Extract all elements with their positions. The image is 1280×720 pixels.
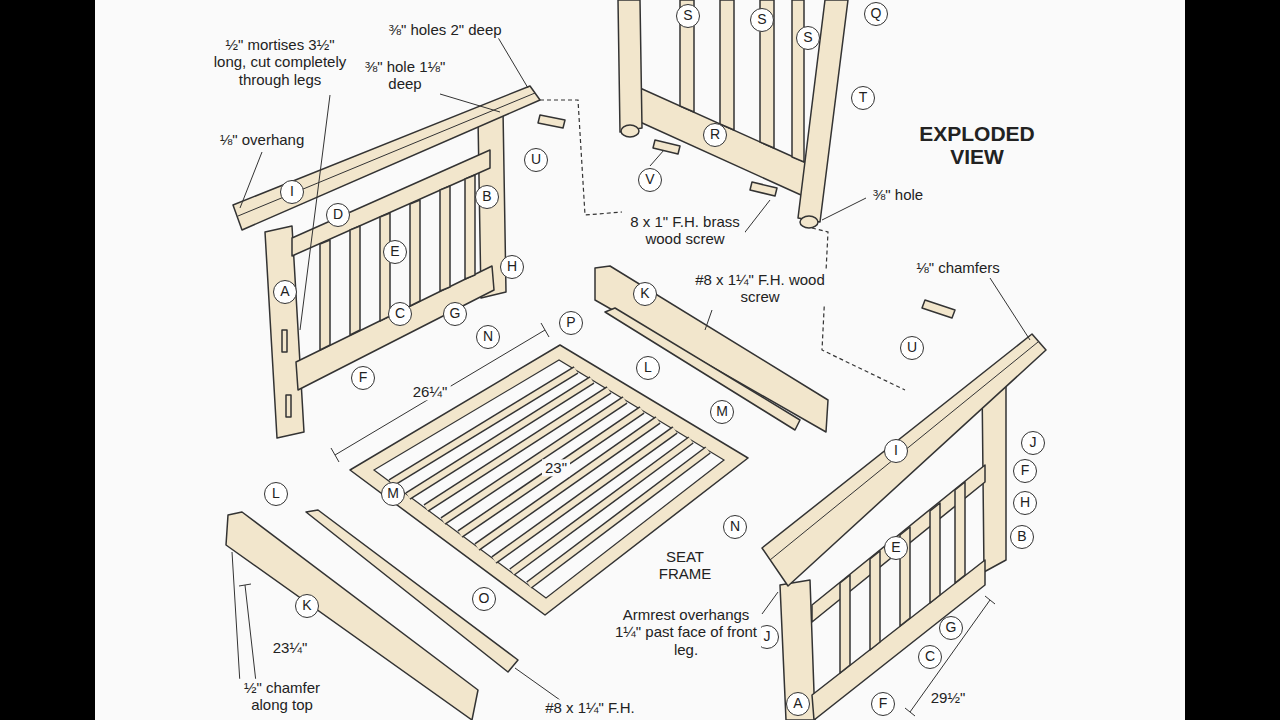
slat (955, 482, 965, 583)
callout-letter: C (918, 645, 942, 669)
leader-line (515, 668, 560, 700)
dimension-note: ⅜" hole 1⅛" deep (358, 58, 453, 93)
callout-letter: S (676, 4, 700, 28)
callout-letter: E (884, 536, 908, 560)
callout-letter: U (524, 148, 548, 172)
dimension-note: SEAT FRAME (635, 548, 735, 583)
cleat (653, 140, 680, 154)
front-leg (265, 226, 304, 438)
leader-line (705, 310, 712, 330)
callout-letter: I (280, 180, 304, 204)
callout-letter: T (851, 86, 875, 110)
dimension-note: #8 x 1¼" F.H. wood screw (688, 271, 833, 306)
callout-letter: B (1010, 525, 1034, 549)
tenon (621, 125, 639, 137)
armrest (762, 334, 1046, 586)
dimension-note: 23" (542, 459, 570, 476)
callout-letter: S (796, 26, 820, 50)
dimension-note: 8 x 1" F.H. brass wood screw (625, 213, 745, 248)
leader-line (232, 552, 240, 684)
callout-letter: Q (864, 2, 888, 26)
callout-letter: A (273, 280, 297, 304)
callout-letter: U (900, 336, 924, 360)
callout-letter: I (884, 439, 908, 463)
armrest-edge (770, 342, 1038, 560)
leader-line (762, 592, 778, 614)
callout-letter: F (871, 692, 895, 716)
callout-letter: G (443, 302, 467, 326)
dimension-note: #8 x 1¼" F.H. (542, 699, 638, 716)
callout-letter: E (383, 240, 407, 264)
armrest-edge (238, 93, 535, 216)
front-leg (780, 580, 815, 720)
dimension-note: 26¼" (410, 383, 451, 400)
leader-line (650, 150, 664, 166)
callout-letter: N (476, 325, 500, 349)
callout-letter: L (636, 356, 660, 380)
callout-letter: K (633, 282, 657, 306)
callout-letter: V (638, 168, 662, 192)
back-slat (720, 0, 734, 130)
slat (440, 186, 450, 291)
slat (870, 551, 880, 650)
callout-letter: M (381, 482, 405, 506)
callout-letter: H (500, 255, 524, 279)
leader-line (742, 200, 770, 236)
slat (840, 575, 850, 673)
seat-frame (350, 345, 748, 615)
dimension-note: ½" mortises 3½" long, cut completely thr… (208, 36, 353, 88)
callout-letter: J (1021, 431, 1045, 455)
dimension-note: ⅛" overhang (217, 131, 308, 148)
dimension-note: ⅜" hole (870, 186, 926, 203)
tenon (800, 216, 818, 228)
leader-line (822, 198, 866, 220)
callout-letter: B (475, 185, 499, 209)
dimension-note: ⅛" chamfers (913, 259, 1003, 276)
mortise (282, 330, 287, 352)
dimension-line (331, 323, 549, 462)
diagram-title: EXPLODED VIEW (897, 122, 1057, 168)
callout-letter: K (295, 594, 319, 618)
dimension-note: ⅜" holes 2" deep (385, 21, 504, 38)
callout-letter: R (703, 123, 727, 147)
callout-letter: A (786, 692, 810, 716)
slat (320, 240, 330, 350)
mortise (286, 395, 291, 417)
leader-line (240, 152, 262, 208)
assembly-guide (812, 228, 905, 390)
callout-letter: F (351, 366, 375, 390)
slat (465, 175, 475, 279)
dimension-note: ½" chamfer along top (227, 679, 337, 714)
callout-letter: F (1013, 459, 1037, 483)
callout-letter: M (710, 400, 734, 424)
back-post (618, 0, 642, 132)
callout-letter: L (264, 482, 288, 506)
cleat (750, 182, 777, 196)
callout-letter: C (388, 302, 412, 326)
callout-letter: D (326, 203, 350, 227)
slat (930, 503, 940, 603)
slat (380, 213, 390, 321)
slat (350, 226, 360, 335)
armrest (233, 86, 540, 230)
dimension-note: Armrest overhangs 1¼" past face of front… (611, 606, 761, 658)
dimension-note: 23¼" (270, 639, 311, 656)
cleat-strip (306, 510, 518, 672)
callout-letter: P (559, 311, 583, 335)
leader-line (990, 278, 1030, 340)
callout-letter: N (723, 515, 747, 539)
callout-letter: S (750, 8, 774, 32)
dimension-line (905, 596, 995, 716)
slat (410, 200, 420, 306)
back-slat (792, 0, 804, 162)
callout-letter: G (939, 616, 963, 640)
callout-letter: H (1013, 491, 1037, 515)
leader-line (440, 94, 500, 112)
pin (922, 300, 955, 318)
dimension-note: 29½" (928, 689, 969, 706)
pin (538, 115, 565, 128)
callout-letter: O (472, 587, 496, 611)
